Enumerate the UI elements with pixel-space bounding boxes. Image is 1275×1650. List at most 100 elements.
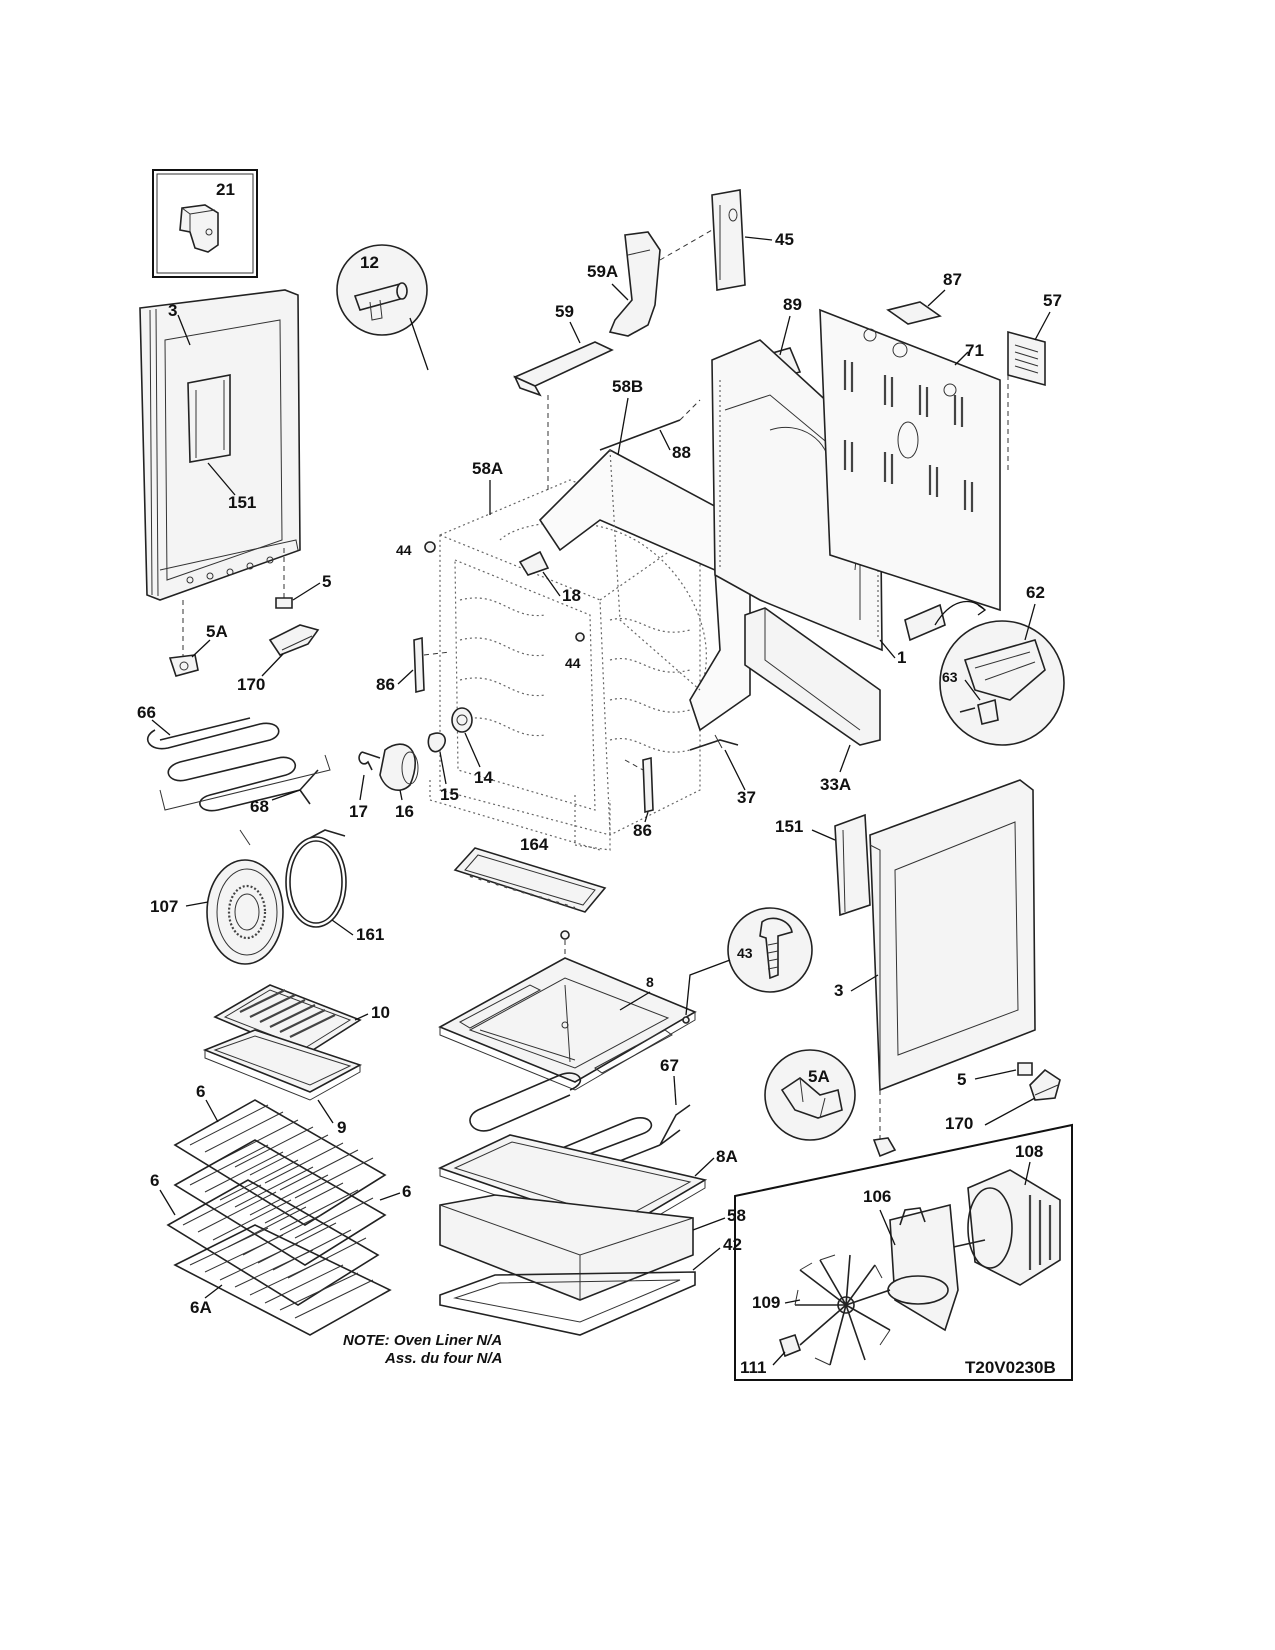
part-6-oven-racks: 6 6 6 6A xyxy=(150,1082,411,1336)
part-161-gasket: 161 xyxy=(285,829,384,944)
note-line-1: NOTE: Oven Liner N/A xyxy=(343,1332,502,1349)
rack-1 xyxy=(173,1099,387,1226)
part-58-insulation-pad: 58 xyxy=(439,1194,746,1301)
part-59-duct: 59 xyxy=(513,302,614,490)
label-6-left: 6 xyxy=(150,1171,159,1190)
label-6-top: 6 xyxy=(196,1082,205,1101)
label-8A: 8A xyxy=(716,1147,738,1166)
convection-fan-inset: 108 106 109 111 xyxy=(734,1123,1073,1381)
part-45-vent: 45 xyxy=(659,189,794,291)
label-66: 66 xyxy=(137,703,156,722)
label-5-left: 5 xyxy=(322,572,331,591)
rack-6A xyxy=(173,1224,392,1336)
part-62-63-inset: 62 63 xyxy=(904,583,1065,746)
label-17: 17 xyxy=(349,802,368,821)
part-66-broil-element: 66 68 xyxy=(137,703,331,846)
part-87-57: 87 57 xyxy=(886,270,1062,470)
label-109: 109 xyxy=(752,1293,780,1312)
label-10: 10 xyxy=(371,1003,390,1022)
part-107-fan-cover: 107 xyxy=(150,859,284,965)
part-8-oven-bottom: 8 xyxy=(438,930,697,1091)
part-18-44-small: 18 44 44 xyxy=(396,541,585,671)
label-151-right: 151 xyxy=(775,817,803,836)
note-line-2: Ass. du four N/A xyxy=(384,1350,503,1367)
label-67: 67 xyxy=(660,1056,679,1075)
label-89: 89 xyxy=(783,295,802,314)
label-58: 58 xyxy=(727,1206,746,1225)
part-109-fan-blade: 109 xyxy=(752,1254,891,1366)
label-107: 107 xyxy=(150,897,178,916)
label-59: 59 xyxy=(555,302,574,321)
part-37-wire: 37 xyxy=(689,734,756,807)
label-63: 63 xyxy=(942,669,958,685)
part-43-screw-inset: 43 xyxy=(682,907,813,1024)
label-68: 68 xyxy=(250,797,269,816)
label-1: 1 xyxy=(897,648,906,667)
label-5-right: 5 xyxy=(957,1070,966,1089)
part-58A-oven-cavity: 58A xyxy=(429,459,707,851)
label-170-left: 170 xyxy=(237,675,265,694)
label-151-left: 151 xyxy=(228,493,256,512)
part-71-back-panel: 71 xyxy=(819,308,1001,612)
label-18: 18 xyxy=(562,586,581,605)
label-21: 21 xyxy=(216,180,235,199)
door-holes xyxy=(186,556,274,584)
label-58B: 58B xyxy=(612,377,643,396)
label-33A: 33A xyxy=(820,775,851,794)
oven-light-parts: 14 15 16 17 xyxy=(349,707,493,821)
label-88: 88 xyxy=(672,443,691,462)
part-58B-insulation: 58B xyxy=(538,377,751,732)
back-panel-vents xyxy=(843,360,974,512)
cavity-rack-rails xyxy=(459,597,691,753)
label-58A: 58A xyxy=(472,459,503,478)
label-45: 45 xyxy=(775,230,794,249)
left-hinge-parts: 5 5A 170 xyxy=(168,548,331,694)
part-86-rail-guides: 86 86 xyxy=(376,636,654,840)
label-3-left: 3 xyxy=(168,301,177,320)
label-59A: 59A xyxy=(587,262,618,281)
diagram-code: T20V0230B xyxy=(965,1358,1056,1377)
part-108-motor: 108 xyxy=(939,1142,1061,1286)
part-12-inset: 12 xyxy=(336,244,429,371)
label-111: 111 xyxy=(740,1358,767,1377)
part-21-inset: 21 xyxy=(152,169,258,278)
label-5A-left: 5A xyxy=(206,622,228,641)
part-3-left-door: 3 151 xyxy=(139,289,301,601)
label-62: 62 xyxy=(1026,583,1045,602)
label-170-right: 170 xyxy=(945,1114,973,1133)
label-44-left: 44 xyxy=(396,542,412,558)
part-151-right-bracket: 151 xyxy=(775,813,871,917)
label-5A-right: 5A xyxy=(808,1067,830,1086)
label-57: 57 xyxy=(1043,291,1062,310)
label-15: 15 xyxy=(440,785,459,804)
label-108: 108 xyxy=(1015,1142,1043,1161)
label-14: 14 xyxy=(474,768,493,787)
label-106: 106 xyxy=(863,1187,891,1206)
part-111-nut: 111 xyxy=(740,1333,801,1377)
rack-2 xyxy=(173,1139,387,1266)
part-3-right-door: 3 xyxy=(834,779,1036,1092)
part-59A-duct: 59A xyxy=(587,231,661,337)
label-12: 12 xyxy=(360,253,379,272)
label-3-right: 3 xyxy=(834,981,843,1000)
label-16: 16 xyxy=(395,802,414,821)
label-71: 71 xyxy=(965,341,984,360)
label-6A: 6A xyxy=(190,1298,212,1317)
label-86-left: 86 xyxy=(376,675,395,694)
note-block: NOTE: Oven Liner N/A Ass. du four N/A xyxy=(343,1332,503,1367)
label-42: 42 xyxy=(723,1235,742,1254)
part-33A-toe-panel: 33A xyxy=(744,607,881,794)
label-8: 8 xyxy=(646,974,654,990)
label-43: 43 xyxy=(737,945,753,961)
label-161: 161 xyxy=(356,925,384,944)
right-hinge-parts: 5 170 5A xyxy=(764,1049,1061,1158)
label-87: 87 xyxy=(943,270,962,289)
part-9-broil-pan: 9 xyxy=(202,1029,363,1137)
label-86-right: 86 xyxy=(633,821,652,840)
part-106-bracket: 106 xyxy=(863,1187,959,1332)
part-164-window-gasket: 164 xyxy=(453,835,607,913)
broil-slots xyxy=(239,989,336,1038)
label-44-right: 44 xyxy=(565,655,581,671)
label-9: 9 xyxy=(337,1118,346,1137)
